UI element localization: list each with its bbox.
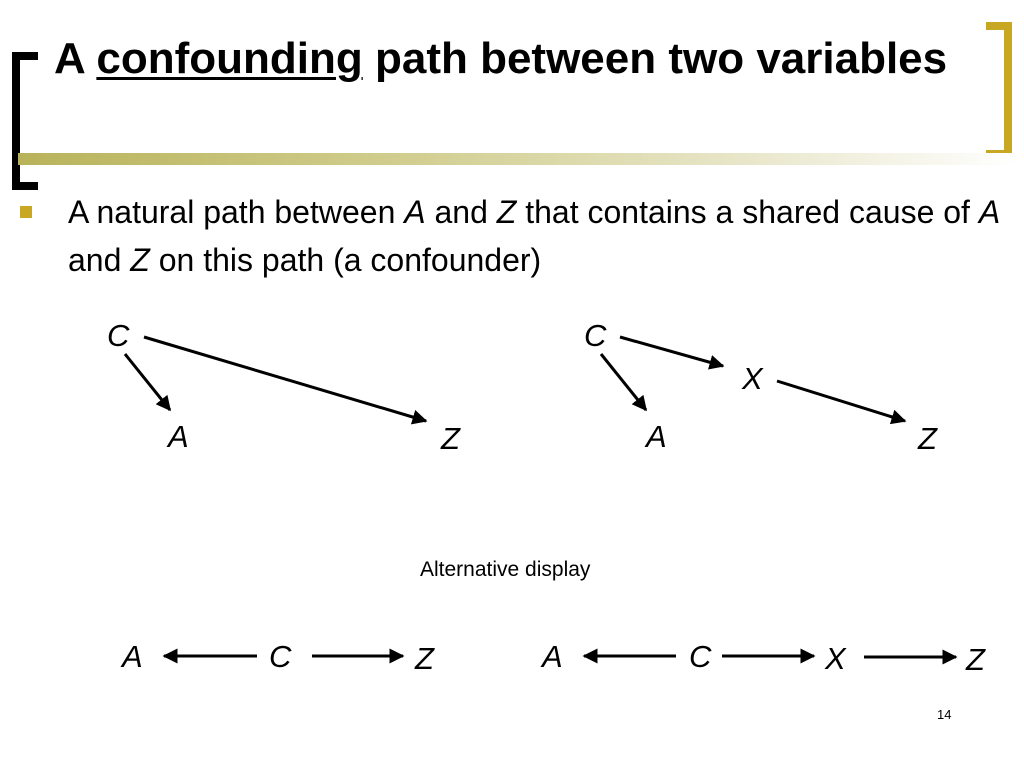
bullet-text: A natural path between A and Z that cont… [68, 188, 1008, 284]
title-prefix: A [54, 34, 97, 83]
title-suffix: path between two variables [362, 34, 948, 83]
edge-c-to-z [143, 335, 428, 425]
title-divider [18, 153, 1018, 165]
edge-c-to-a [123, 353, 172, 412]
edge-x-to-z [776, 379, 907, 425]
diagram-top-left: C A Z [107, 318, 461, 456]
title-emphasis: confounding [96, 34, 363, 83]
node-a: A [644, 419, 667, 454]
node-c: C [584, 318, 607, 353]
node-z: Z [965, 642, 986, 677]
bullet-variable: A [404, 194, 426, 230]
edge-c-to-x [619, 335, 725, 370]
node-z: Z [440, 421, 461, 456]
node-a: A [540, 639, 563, 674]
bullet-variable: A [978, 194, 1001, 230]
node-x: X [741, 361, 764, 396]
node-c: C [269, 639, 292, 674]
bullet-text-part: and [68, 242, 131, 278]
slide-title: A confounding path between two variables [54, 30, 954, 88]
node-a: A [120, 639, 143, 674]
bullet-square-icon [20, 206, 32, 218]
bullet-text-part: and [425, 194, 497, 230]
bullet-text-part: that contains a shared cause of [516, 194, 979, 230]
page-number: 14 [937, 707, 952, 722]
bullet-variable: Z [130, 242, 150, 278]
left-bracket-decoration [12, 52, 38, 190]
diagram-bottom-left: A C Z [120, 639, 435, 676]
node-z: Z [917, 421, 938, 456]
alternative-display-caption: Alternative display [420, 558, 591, 581]
node-x: X [824, 641, 847, 676]
node-a: A [166, 419, 189, 454]
bullet-variable: Z [496, 194, 517, 230]
bullet-text-part: A natural path between [68, 194, 405, 230]
node-z: Z [414, 641, 435, 676]
node-c: C [689, 639, 712, 674]
node-c: C [107, 318, 130, 353]
diagram-bottom-right: A C X Z [540, 639, 986, 677]
diagram-top-right: C X A Z [584, 318, 938, 456]
edge-c-to-a [599, 353, 648, 412]
bullet-text-part: on this path (a confounder) [149, 242, 542, 278]
